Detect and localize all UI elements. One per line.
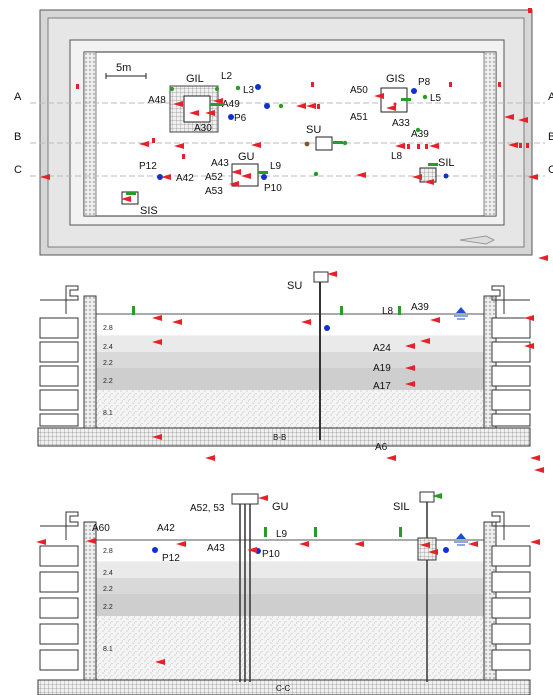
section-b-left: B — [14, 131, 21, 143]
plan-view: A B C A B C 5m GIL GIS SU GU SIL SIS A4 — [14, 8, 553, 261]
section-cc: 2.8 2.4 2.2 2.2 8.1 GU SIL A60 A42 P12 A… — [36, 491, 540, 695]
plan-sensors — [40, 8, 548, 261]
section-b-right: B — [548, 131, 553, 143]
label-a43: A43 — [211, 158, 229, 169]
bb-su-head — [313, 271, 329, 283]
cc-thk-5: 8.1 — [103, 646, 113, 653]
scale-label: 5m — [116, 62, 131, 74]
su-box — [315, 136, 333, 151]
cc-sensors — [36, 493, 540, 665]
bb-thk-1: 2.8 — [103, 325, 113, 332]
cc-thk-1: 2.8 — [103, 548, 113, 555]
cc-title: C-C — [276, 684, 290, 693]
cc-label-p10: P10 — [262, 549, 280, 560]
gil-label: GIL — [186, 73, 204, 85]
label-l8: L8 — [391, 151, 403, 162]
section-a-left: A — [14, 91, 22, 103]
cc-thk-2: 2.4 — [103, 570, 113, 577]
right-wall — [483, 51, 497, 217]
cc-thk-4: 2.2 — [103, 604, 113, 611]
label-p8: P8 — [418, 77, 431, 88]
bb-title: B-B — [273, 433, 286, 442]
label-a50: A50 — [350, 85, 368, 96]
bb-label-a19: A19 — [373, 363, 391, 374]
label-p10: P10 — [264, 183, 282, 194]
cc-water-level-icon — [456, 533, 466, 539]
label-l5: L5 — [430, 93, 442, 104]
bb-thk-3: 2.2 — [103, 360, 113, 367]
cc-label-p12: P12 — [162, 553, 180, 564]
gu-label: GU — [238, 151, 255, 163]
cc-label-a5253: A52, 53 — [190, 503, 225, 514]
section-a-right: A — [548, 91, 553, 103]
label-l9: L9 — [270, 161, 282, 172]
cc-label-a42: A42 — [157, 523, 175, 534]
cc-gu-head — [231, 493, 259, 505]
bb-thk-5: 8.1 — [103, 410, 113, 417]
label-a33: A33 — [392, 118, 410, 129]
cc-label-a60: A60 — [92, 523, 110, 534]
section-c-right: C — [548, 164, 553, 176]
bb-thk-4: 2.2 — [103, 378, 113, 385]
label-l3: L3 — [243, 85, 255, 96]
label-a30: A30 — [194, 123, 212, 134]
bb-label-a6: A6 — [375, 442, 388, 453]
label-p12: P12 — [139, 161, 157, 172]
bb-label-a17: A17 — [373, 381, 391, 392]
cc-thk-3: 2.2 — [103, 586, 113, 593]
label-l2: L2 — [221, 71, 233, 82]
sis-label: SIS — [140, 205, 158, 217]
bb-label-l8: L8 — [382, 306, 394, 317]
label-a53: A53 — [205, 186, 223, 197]
cc-base-slab — [37, 679, 531, 695]
label-a52: A52 — [205, 172, 223, 183]
gil-box — [183, 95, 211, 123]
bb-label-a24: A24 — [373, 343, 391, 354]
bb-thk-2: 2.4 — [103, 344, 113, 351]
cc-gu-label: GU — [272, 501, 289, 513]
bb-base-slab — [37, 427, 531, 447]
bb-sensors — [132, 271, 544, 473]
label-a49: A49 — [222, 99, 240, 110]
cc-label-l9: L9 — [276, 529, 288, 540]
section-bb: 2.8 2.4 2.2 2.2 8.1 SU L8 A39 A24 A19 A1… — [37, 271, 544, 473]
label-a51: A51 — [350, 112, 368, 123]
north-arrow-icon — [459, 235, 496, 245]
label-a42: A42 — [176, 173, 194, 184]
label-a39: A39 — [411, 129, 429, 140]
water-level-icon — [456, 307, 466, 313]
section-c-left: C — [14, 164, 22, 176]
cc-sil-head — [419, 491, 435, 503]
sil-label: SIL — [438, 157, 455, 169]
cc-sil-label: SIL — [393, 501, 410, 513]
bb-label-a39: A39 — [411, 302, 429, 313]
label-p6: P6 — [234, 113, 247, 124]
gis-label: GIS — [386, 73, 405, 85]
label-a48: A48 — [148, 95, 166, 106]
left-wall — [83, 51, 97, 217]
cc-label-a43: A43 — [207, 543, 225, 554]
bb-su-label: SU — [287, 280, 302, 292]
su-label: SU — [306, 124, 321, 136]
